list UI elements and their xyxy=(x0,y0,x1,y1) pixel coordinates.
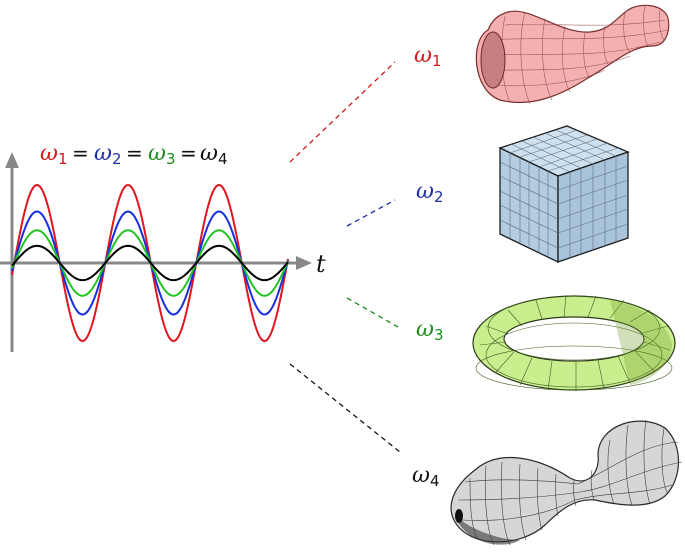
connector-omega-3 xyxy=(346,297,399,328)
equation-term-4: ω4 xyxy=(200,141,228,168)
label1-symbol: ω xyxy=(414,43,432,68)
torus-shadow xyxy=(610,300,672,385)
eq3-index: 3 xyxy=(166,150,176,168)
eq4-symbol: ω xyxy=(200,141,218,166)
label4-symbol: ω xyxy=(412,463,430,488)
label4-index: 4 xyxy=(430,472,440,490)
t-axis-label: t xyxy=(316,250,326,278)
torus-mesh-spokes xyxy=(479,295,671,391)
dumbbell-pole xyxy=(455,509,463,523)
equation-term-1: ω1 xyxy=(40,141,68,168)
eq2-index: 2 xyxy=(112,150,122,168)
shape-label-4: ω4 xyxy=(412,463,440,490)
equals-1: = xyxy=(72,141,89,165)
x-axis-arrow-icon xyxy=(296,256,312,270)
pear-vase-shape xyxy=(475,4,670,105)
connector-omega-2 xyxy=(346,199,396,227)
label2-index: 2 xyxy=(434,188,444,206)
connector-omega-1 xyxy=(289,61,396,163)
sine-waves xyxy=(11,183,289,342)
eq1-index: 1 xyxy=(58,150,68,168)
label1-index: 1 xyxy=(432,52,442,70)
eq3-symbol: ω xyxy=(148,141,166,166)
equation-term-2: ω2 xyxy=(94,141,122,168)
torus-shape xyxy=(472,295,676,391)
torus-mesh-ring-1 xyxy=(475,345,673,391)
dumbbell-shadow xyxy=(455,515,520,545)
sine-wave-4 xyxy=(11,244,289,282)
shape-label-3: ω3 xyxy=(416,317,444,344)
equation-term-3: ω3 xyxy=(148,141,176,168)
torus-mesh-ring-2 xyxy=(485,322,663,388)
cube-mesh xyxy=(499,129,629,258)
equals-3: = xyxy=(180,141,197,165)
dumbbell-shape xyxy=(450,419,683,546)
vase-opening xyxy=(480,31,506,89)
label3-index: 3 xyxy=(434,326,444,344)
eq1-symbol: ω xyxy=(40,141,58,166)
shape-label-1: ω1 xyxy=(414,43,442,70)
connector-omega-4 xyxy=(289,363,401,453)
eq2-symbol: ω xyxy=(94,141,112,166)
wave-axes: t xyxy=(0,152,326,352)
y-axis-arrow-icon xyxy=(5,152,19,168)
equals-2: = xyxy=(126,141,143,165)
cube-shape xyxy=(498,125,630,264)
shape-label-2: ω2 xyxy=(416,179,444,206)
frequency-equation: ω1 = ω2 = ω3 = ω4 xyxy=(40,141,228,168)
label3-symbol: ω xyxy=(416,317,434,342)
eq4-index: 4 xyxy=(218,150,228,168)
label2-symbol: ω xyxy=(416,179,434,204)
